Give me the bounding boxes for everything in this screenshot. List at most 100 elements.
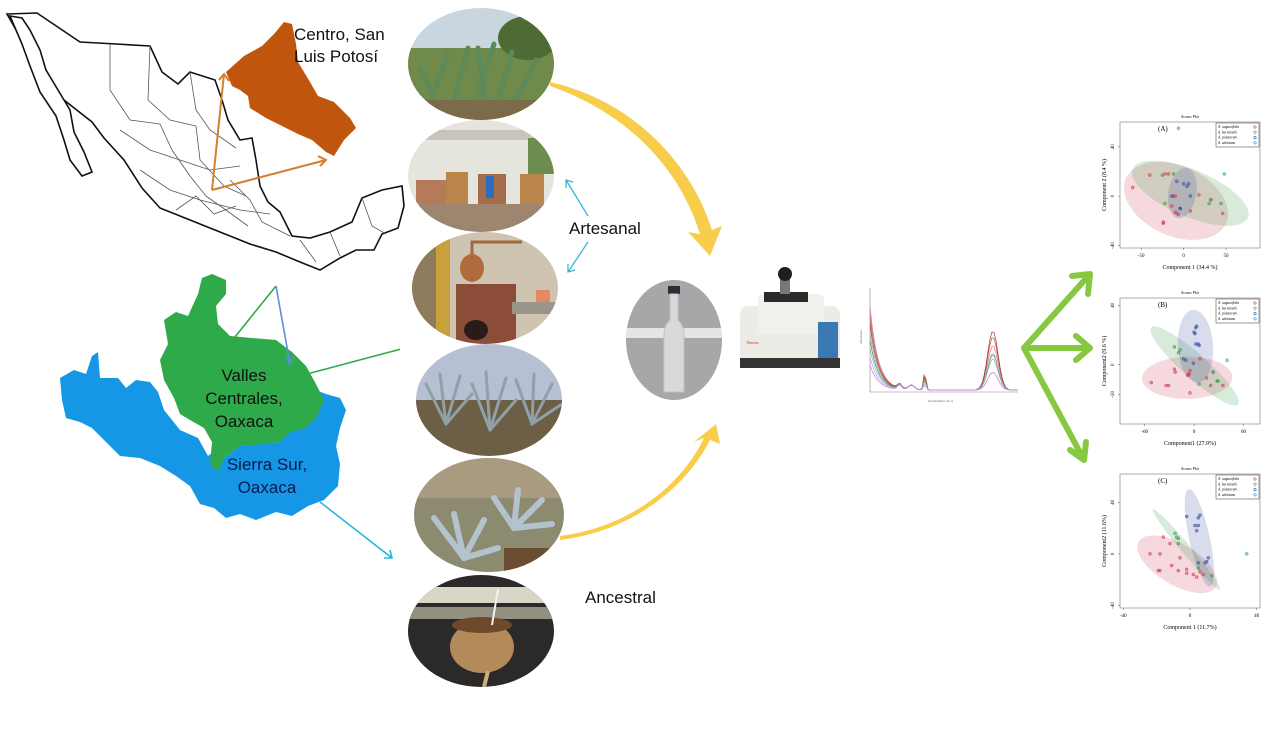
score-point xyxy=(1176,541,1181,546)
score-point xyxy=(1188,194,1193,198)
score-point xyxy=(1176,126,1181,130)
legend-entry: A. salmiana xyxy=(1217,493,1235,497)
label-sierra-sur: Sierra Sur, Oaxaca xyxy=(226,455,308,497)
mexico-outline xyxy=(5,12,405,271)
spectrum-line xyxy=(869,323,1018,391)
legend-marker xyxy=(1253,125,1257,129)
x-axis-label: Component 1 (34.4 %) xyxy=(1163,264,1218,271)
score-point xyxy=(1211,370,1215,374)
score-point xyxy=(1216,379,1220,383)
green-arrow-b xyxy=(1021,333,1093,363)
score-point xyxy=(1168,541,1172,546)
score-point xyxy=(1196,516,1201,520)
y-tick-label: -40 xyxy=(1111,242,1116,249)
score-point xyxy=(1220,211,1225,216)
confidence-ellipse xyxy=(1152,509,1221,590)
score-point xyxy=(1166,383,1171,388)
x-tick-label: -50 xyxy=(1138,254,1145,259)
oaxaca-arrows xyxy=(224,285,400,559)
panel-label: (C) xyxy=(1158,477,1168,485)
x-axis-label: Component1 (27.9%) xyxy=(1164,440,1216,447)
y-tick-label: -20 xyxy=(1111,391,1116,398)
score-point xyxy=(1166,172,1171,176)
legend-entry: A. salmiana xyxy=(1217,141,1235,145)
ftir-spectrometer-photo: Thermo xyxy=(740,267,840,368)
score-point xyxy=(1176,351,1181,355)
score-point xyxy=(1191,361,1196,365)
score-point xyxy=(1171,172,1176,176)
yellow-flow-arrows xyxy=(550,82,722,540)
score-point xyxy=(1181,357,1186,361)
yellow-arrow-top xyxy=(550,82,722,256)
legend-marker xyxy=(1253,136,1257,140)
spectrum-line xyxy=(869,340,1018,391)
score-point xyxy=(1193,523,1197,528)
green-branch-arrows xyxy=(1021,271,1093,463)
legend-marker xyxy=(1253,130,1257,134)
score-point xyxy=(1169,563,1174,568)
y-tick-label: 0 xyxy=(1111,363,1116,366)
score-point xyxy=(1209,198,1213,202)
score-point xyxy=(1201,572,1206,577)
spectrum-line xyxy=(869,348,1018,391)
score-point xyxy=(1206,556,1211,560)
score-point xyxy=(1158,552,1162,556)
x-tick-label: 60 xyxy=(1241,430,1247,435)
x-tick-label: -60 xyxy=(1141,430,1148,435)
score-point xyxy=(1207,201,1211,206)
x-tick-label: 50 xyxy=(1224,254,1230,259)
plot-title: Scores Plot xyxy=(1181,466,1200,471)
label-ancestral: Ancestral xyxy=(585,588,656,607)
slp-arrows xyxy=(211,72,328,191)
score-point xyxy=(1196,561,1201,565)
copper-still-photo xyxy=(412,232,558,344)
ftir-spectra-chart: Absorbance Wavenumber (cm-1) xyxy=(859,288,1018,403)
score-point xyxy=(1175,179,1179,184)
spectra-lines xyxy=(869,307,1018,391)
valles-centrales-region xyxy=(160,274,324,472)
score-point xyxy=(1178,348,1182,352)
x-tick-label: 0 xyxy=(1182,254,1185,259)
score-point xyxy=(1219,201,1223,206)
score-point xyxy=(1196,523,1201,528)
panel-label: (A) xyxy=(1158,125,1168,133)
green-arrow-a xyxy=(1021,271,1093,351)
panel-label: (B) xyxy=(1158,301,1168,309)
legend-entry: A. potatorum xyxy=(1217,488,1237,492)
score-point xyxy=(1173,194,1177,198)
x-axis-label: Component 1 (11.7%) xyxy=(1163,624,1216,631)
x-tick-label: 40 xyxy=(1254,614,1260,619)
score-point xyxy=(1184,571,1189,575)
legend-marker xyxy=(1253,301,1257,305)
confidence-ellipse xyxy=(1177,309,1214,383)
legend-entry: A. karwinskii xyxy=(1217,482,1237,486)
score-point xyxy=(1208,383,1213,388)
legend-entry: A. angustifolia xyxy=(1217,477,1239,481)
score-point xyxy=(1197,382,1201,386)
score-point xyxy=(1222,172,1227,176)
score-point xyxy=(1172,367,1177,371)
score-point xyxy=(1186,182,1191,186)
legend-marker xyxy=(1253,312,1257,316)
score-point xyxy=(1204,376,1209,380)
sierra-sur-region xyxy=(60,352,346,520)
score-point xyxy=(1184,358,1188,363)
score-point xyxy=(1176,568,1181,573)
score-point xyxy=(1188,209,1193,213)
score-point xyxy=(1130,185,1135,190)
score-point xyxy=(1244,552,1249,556)
score-point xyxy=(1221,383,1225,388)
y-axis-label: Component2 (11.6%) xyxy=(1101,515,1108,567)
confidence-ellipse xyxy=(1131,160,1249,226)
label-valles-centrales: Valles Centrales, Oaxaca xyxy=(205,366,283,431)
artesanal-arrows xyxy=(565,179,589,273)
score-point xyxy=(1149,380,1154,385)
score-point xyxy=(1170,204,1174,208)
oaxaca-map xyxy=(60,274,400,559)
artisanal-distillery-photo xyxy=(408,120,554,232)
score-point xyxy=(1194,324,1199,328)
plot-title: Scores Plot xyxy=(1181,290,1200,295)
